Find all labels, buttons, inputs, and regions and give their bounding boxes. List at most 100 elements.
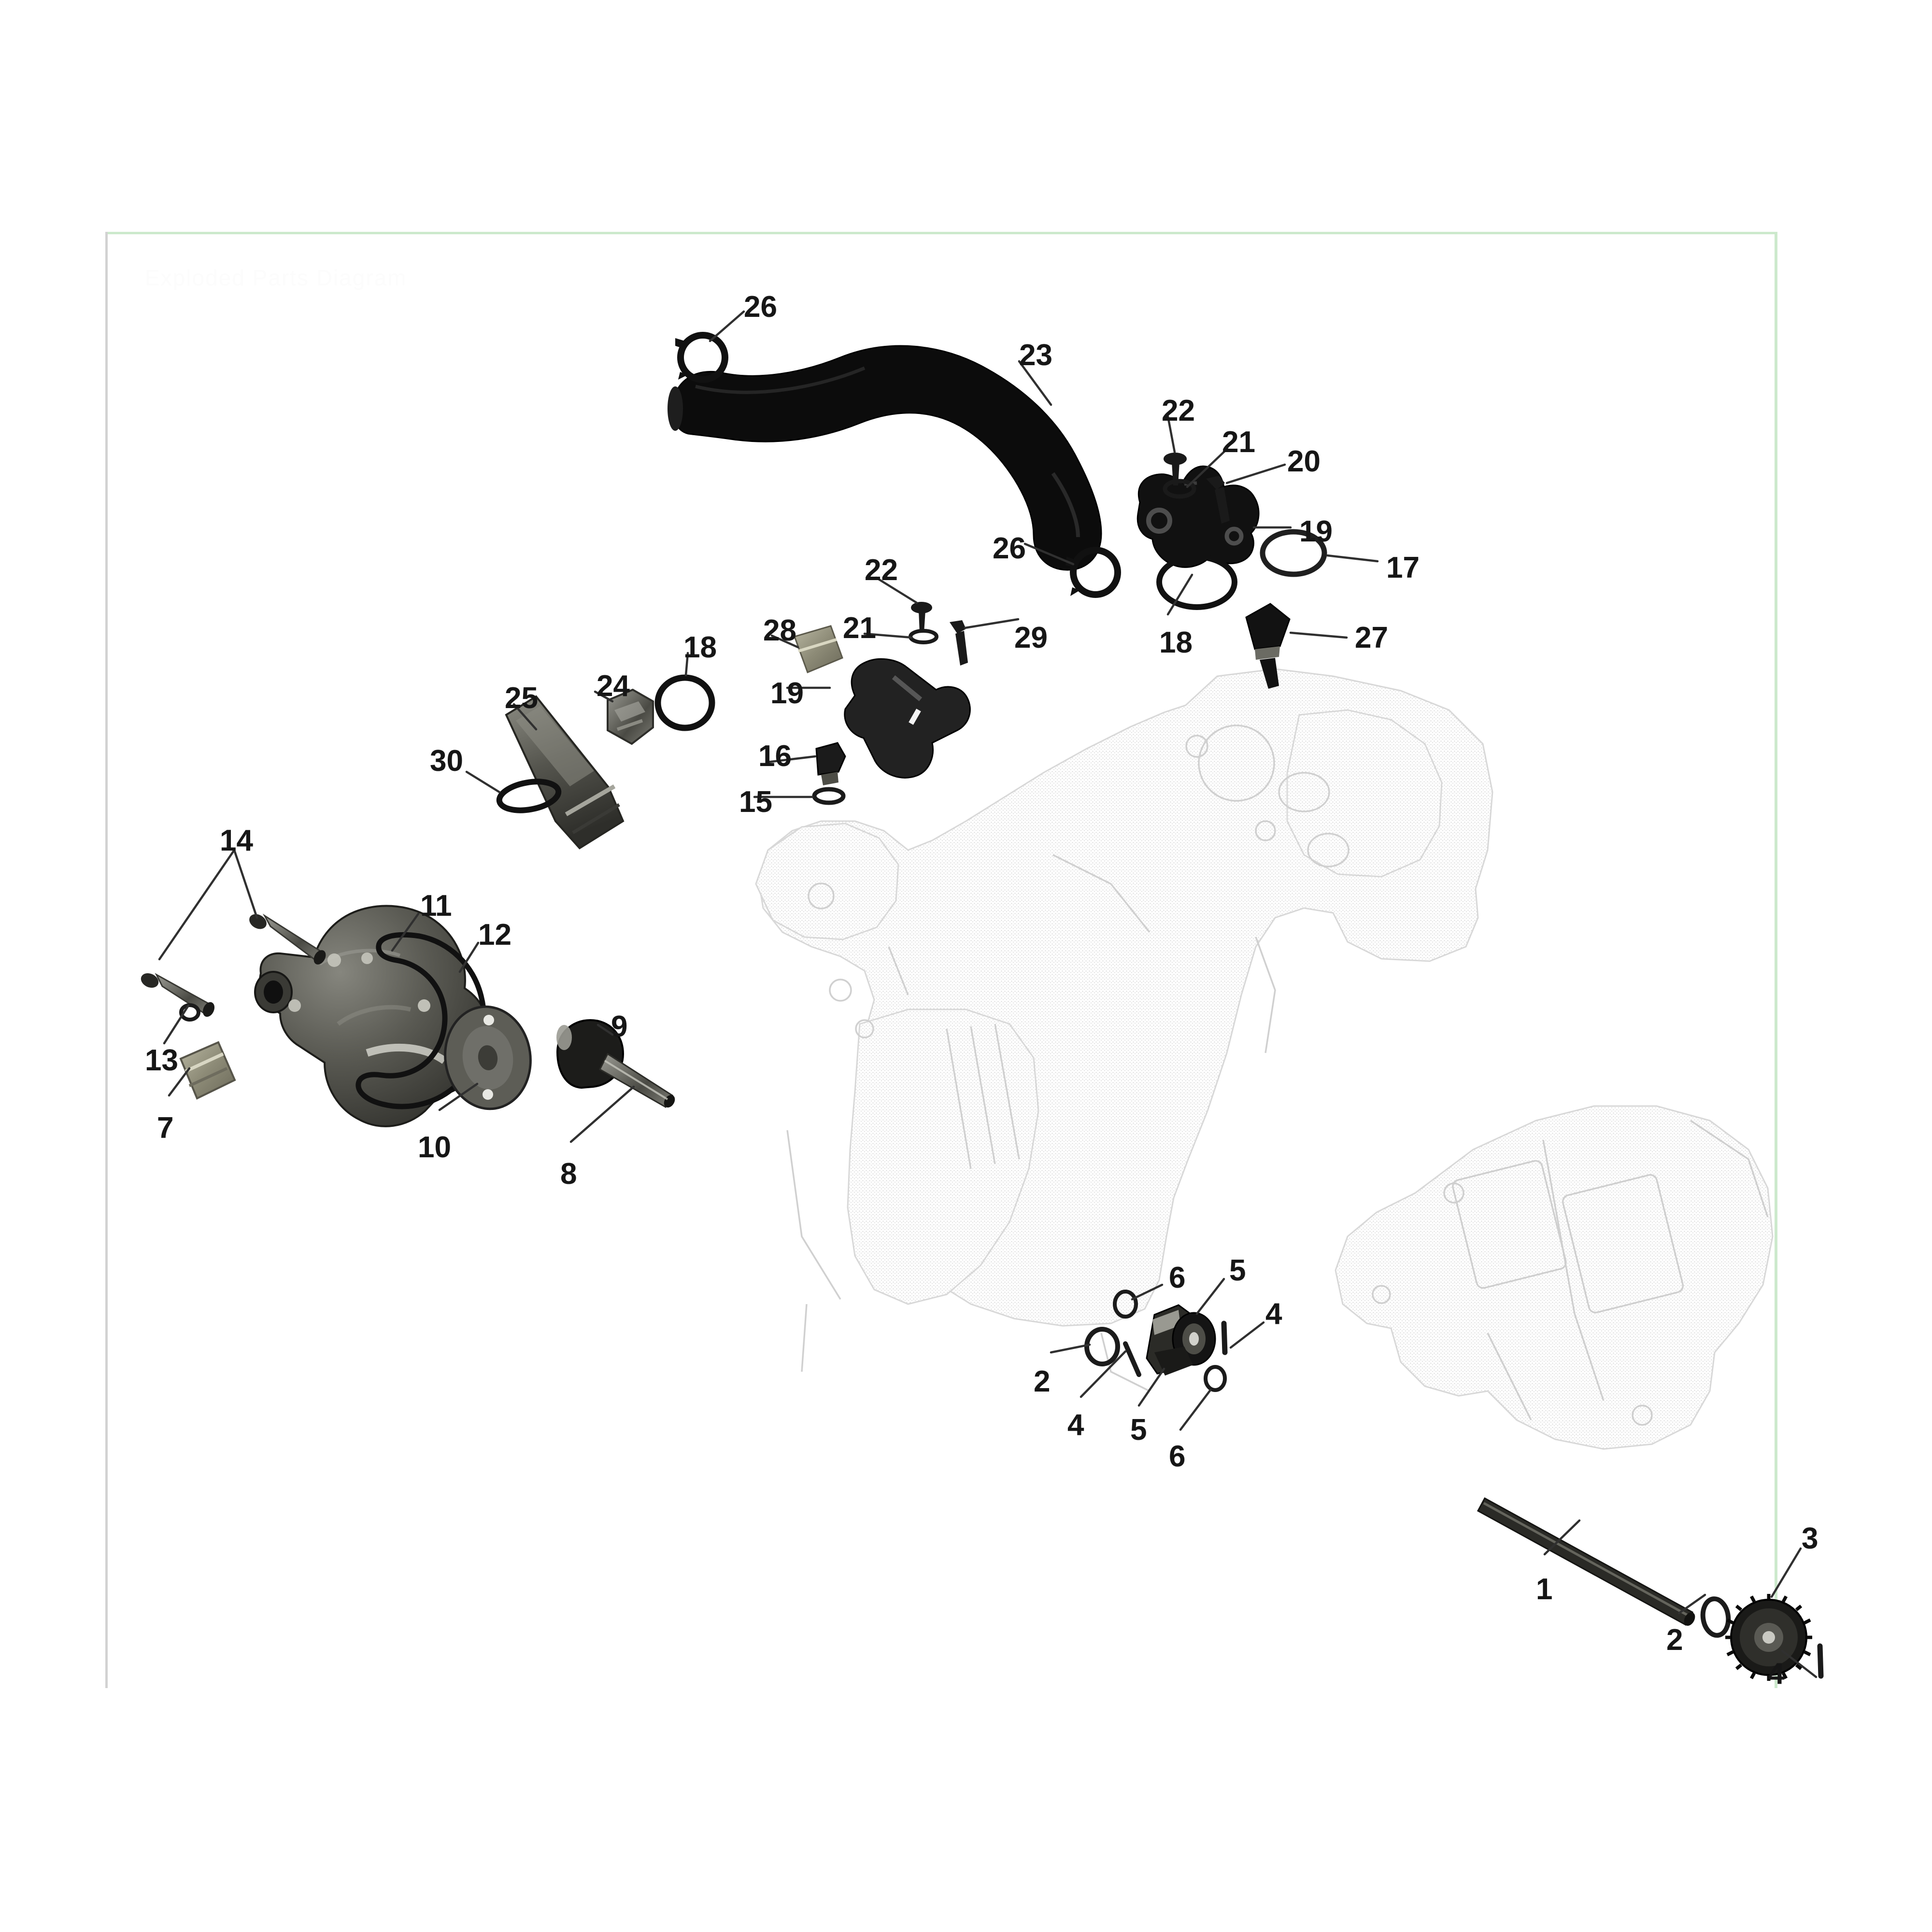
- part-6-o-ring-upper: [1113, 1290, 1138, 1319]
- callout-number-28: 28: [763, 614, 796, 647]
- callout-number-14: 14: [220, 824, 253, 857]
- part-26-hose-clamp-upper: [675, 332, 728, 383]
- callout-number-22: 22: [1162, 394, 1195, 427]
- callout-number-3: 3: [1802, 1522, 1818, 1555]
- leader-4-left: [1080, 1350, 1127, 1398]
- callout-number-23: 23: [1019, 339, 1052, 372]
- leader-27: [1289, 631, 1348, 639]
- callout-number-4: 4: [1067, 1408, 1084, 1442]
- part-14-screw-upper: [249, 913, 326, 965]
- part-30-reference-o-ring: [496, 779, 562, 813]
- part-10-pump-seal-plate: [444, 1005, 532, 1110]
- callout-number-17: 17: [1386, 551, 1420, 584]
- part-18-o-ring-left: [654, 674, 715, 731]
- part-4-circlip-left: [1123, 1341, 1141, 1377]
- leader-18-upper: [1166, 573, 1193, 616]
- part-2-washer-left: [1084, 1327, 1120, 1366]
- part-22-screw-left: [911, 602, 932, 633]
- leader-2-left: [1050, 1343, 1091, 1354]
- ghost-crankcase: [1335, 1105, 1774, 1450]
- ghost-crankcase-detail: [1372, 1120, 1769, 1426]
- callout-number-1: 1: [1536, 1573, 1553, 1606]
- part-7-bushing: [179, 1041, 236, 1100]
- callout-number-25: 25: [505, 682, 538, 715]
- part-27-temperature-sender: [1245, 603, 1291, 689]
- leader-4-far-right: [1781, 1649, 1818, 1678]
- ghost-engine-detail: [786, 724, 1350, 1392]
- callout-number-18: 18: [1159, 626, 1193, 659]
- leader-28: [770, 634, 799, 649]
- leader-6-upper: [1131, 1283, 1164, 1301]
- callout-number-15: 15: [739, 785, 772, 819]
- leader-21-upper: [1186, 448, 1228, 488]
- leader-5-upper: [1195, 1278, 1225, 1315]
- leader-4-right: [1229, 1321, 1265, 1349]
- leader-2-right: [1677, 1593, 1706, 1615]
- part-13-flat-washer: [179, 1003, 200, 1022]
- callout-number-30: 30: [430, 744, 463, 778]
- leader-17: [1326, 554, 1379, 563]
- callout-number-24: 24: [597, 669, 630, 703]
- callout-number-22: 22: [865, 554, 898, 587]
- callout-number-27: 27: [1355, 621, 1388, 654]
- leader-30: [465, 770, 501, 794]
- callout-number-8: 8: [560, 1157, 577, 1191]
- leader-26-upper: [709, 310, 745, 342]
- leader-12: [458, 941, 480, 973]
- leader-1: [1543, 1519, 1581, 1556]
- callout-number-21: 21: [1222, 426, 1255, 459]
- callout-number-7: 7: [157, 1111, 174, 1145]
- leader-13: [163, 1004, 190, 1045]
- leader-20: [1225, 463, 1286, 484]
- part-6-o-ring-lower: [1204, 1365, 1227, 1392]
- part-5-oil-pump-rotor: [1146, 1304, 1216, 1376]
- callout-number-11: 11: [420, 889, 452, 923]
- leader-10: [438, 1082, 479, 1111]
- part-4-circlip-right: [1221, 1321, 1228, 1355]
- part-14-screw-lower: [141, 973, 215, 1017]
- part-21-washer-left: [909, 629, 938, 644]
- callout-number-2: 2: [1034, 1365, 1051, 1398]
- callout-number-21: 21: [843, 611, 876, 645]
- callout-number-6: 6: [1169, 1440, 1186, 1473]
- part-18-o-ring-upper: [1156, 554, 1237, 610]
- leader-16: [766, 755, 817, 764]
- leader-11: [391, 912, 420, 952]
- callout-number-26: 26: [744, 290, 777, 324]
- leader-9: [597, 1023, 614, 1036]
- leader-3: [1770, 1547, 1802, 1598]
- callout-number-29: 29: [1014, 621, 1048, 654]
- leader-20-left: [964, 618, 1020, 629]
- leader-18-left: [684, 652, 689, 677]
- callout-number-9: 9: [611, 1010, 628, 1043]
- callout-number-2: 2: [1666, 1623, 1683, 1657]
- callout-number-4: 4: [1265, 1297, 1282, 1331]
- callout-number-19: 19: [1299, 515, 1333, 548]
- callout-number-18: 18: [683, 631, 717, 664]
- leader-8: [569, 1085, 635, 1143]
- part-28-spacer-sleeve: [794, 625, 843, 673]
- callout-number-20: 20: [1287, 445, 1321, 478]
- leader-25: [512, 703, 538, 731]
- part-17-gasket-ring: [1260, 529, 1327, 577]
- leader-23: [1018, 360, 1052, 406]
- part-26-hose-clamp-lower: [1065, 547, 1121, 598]
- part-25-coolant-outlet-fitting: [505, 695, 625, 850]
- leader-lines: [158, 310, 1818, 1678]
- callout-number-6: 6: [1169, 1261, 1186, 1294]
- part-21-washer-upper: [1163, 479, 1196, 499]
- part-4-circlip-far-right: [1817, 1643, 1824, 1679]
- leader-22-upper: [1166, 415, 1176, 454]
- leader-14: [158, 849, 258, 961]
- leader-21-left: [863, 632, 913, 639]
- callout-number-26: 26: [993, 532, 1026, 565]
- part-19-thermostat-housing-upper: [1136, 465, 1260, 568]
- leader-5-lower: [1137, 1367, 1165, 1407]
- leader-22-left: [875, 576, 918, 604]
- ghost-engine-block: [755, 668, 1493, 1327]
- part-19-elbow-fitting-left: [844, 658, 971, 779]
- callout-number-16: 16: [758, 739, 792, 773]
- watermark-text: Exploded Parts Diagram: [145, 265, 407, 290]
- part-23-coolant-hose: [668, 345, 1102, 571]
